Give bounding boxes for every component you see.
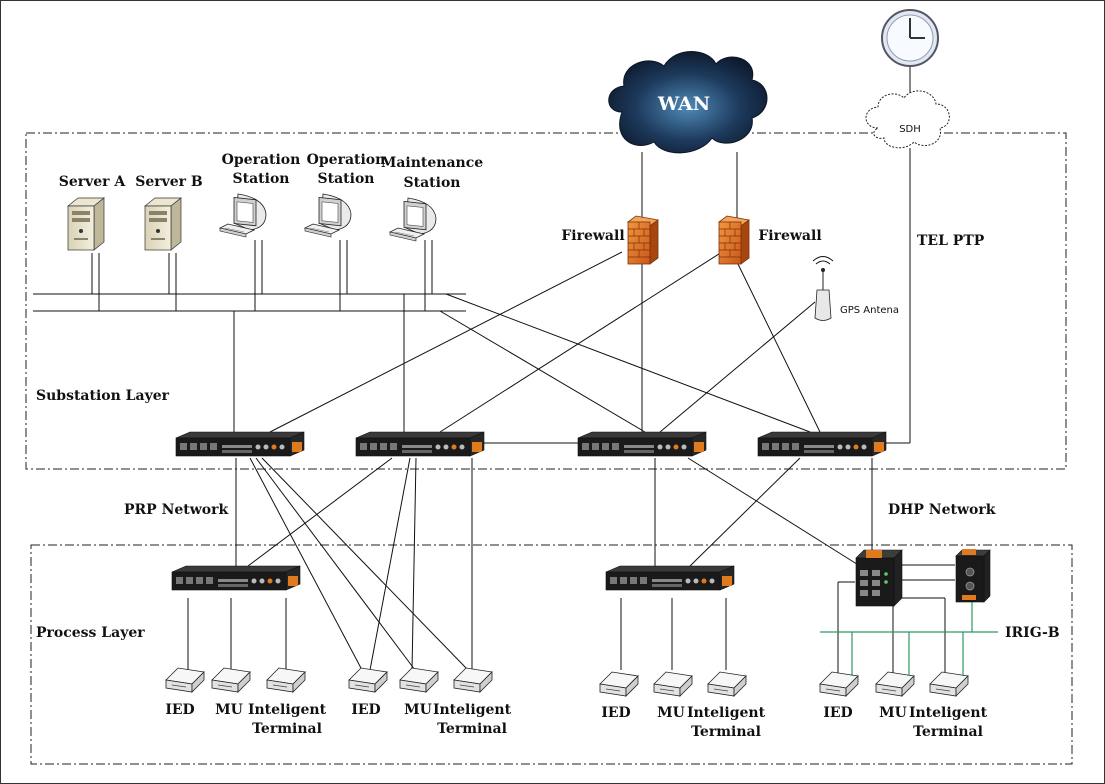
substation-switch-1[interactable]: [175, 431, 305, 457]
svg-text:Terminal: Terminal: [691, 724, 761, 740]
process-layer-box: [30, 544, 1073, 765]
device-labels-group-3: IED MU Inteligent Terminal: [601, 705, 765, 740]
mu-device-2[interactable]: [399, 667, 439, 693]
server-b-label: Server B: [135, 174, 203, 190]
server-b[interactable]: Server B: [135, 174, 203, 251]
svg-text:Terminal: Terminal: [437, 721, 507, 737]
clock-converter[interactable]: [955, 549, 991, 603]
dhp-network-label: DHP Network: [888, 502, 996, 518]
svg-text:Operation: Operation: [307, 152, 386, 168]
svg-text:Maintenance: Maintenance: [381, 155, 483, 171]
process-switch-1[interactable]: [171, 565, 301, 591]
svg-text:Station: Station: [233, 171, 290, 187]
irig-b-label: IRIG-B: [1005, 625, 1060, 641]
device-labels-group-1: IED MU Inteligent Terminal: [165, 702, 326, 737]
ied-device-1[interactable]: [165, 667, 205, 693]
svg-text:MU: MU: [657, 705, 685, 721]
svg-text:IED: IED: [351, 702, 380, 718]
mu-device-4[interactable]: [875, 671, 915, 697]
device-labels-group-4: IED MU Inteligent Terminal: [823, 705, 987, 740]
mu-device-3[interactable]: [653, 671, 693, 697]
ied-device-3[interactable]: [599, 671, 639, 697]
prp-network-label: PRP Network: [124, 502, 229, 518]
clock-icon: [881, 9, 939, 67]
tel-ptp-label: TEL PTP: [917, 233, 985, 249]
substation-layer-label: Substation Layer: [36, 388, 170, 404]
wan-label: WAN: [657, 93, 710, 115]
gps-antenna[interactable]: GPS Antena: [812, 256, 899, 321]
gps-label: GPS Antena: [840, 305, 899, 316]
ied-device-4[interactable]: [819, 671, 859, 697]
substation-switch-3[interactable]: [577, 431, 707, 457]
maintenance-station[interactable]: Maintenance Station: [381, 155, 483, 242]
server-a[interactable]: Server A: [59, 174, 127, 251]
firewall-2-label: Firewall: [758, 228, 821, 244]
sdh-cloud: SDH: [865, 90, 950, 149]
terminal-device-2[interactable]: [453, 667, 493, 693]
substation-switch-4[interactable]: [757, 431, 887, 457]
svg-text:IED: IED: [165, 702, 194, 718]
ied-device-2[interactable]: [348, 667, 388, 693]
process-links: [187, 457, 955, 675]
svg-text:Station: Station: [404, 175, 461, 191]
substation-links: [233, 66, 911, 444]
operation-station-2[interactable]: Operation Station: [304, 152, 386, 238]
svg-text:Inteligent: Inteligent: [687, 705, 766, 721]
substation-layer-box: [25, 132, 1067, 470]
mu-device-1[interactable]: [211, 667, 251, 693]
terminal-device-3[interactable]: [707, 671, 747, 697]
svg-text:Inteligent: Inteligent: [433, 702, 512, 718]
substation-switch-2[interactable]: [355, 431, 485, 457]
wan-cloud: WAN: [608, 51, 768, 154]
svg-text:Operation: Operation: [222, 152, 301, 168]
svg-text:IED: IED: [823, 705, 852, 721]
process-switch-2[interactable]: [605, 565, 735, 591]
irig-b-bus: [820, 600, 998, 675]
svg-text:MU: MU: [879, 705, 907, 721]
industrial-switch[interactable]: [855, 549, 903, 607]
svg-text:MU: MU: [404, 702, 432, 718]
svg-text:Inteligent: Inteligent: [248, 702, 327, 718]
svg-text:Terminal: Terminal: [913, 724, 983, 740]
firewall-2[interactable]: Firewall: [718, 215, 822, 265]
svg-text:IED: IED: [601, 705, 630, 721]
device-labels-group-2: IED MU Inteligent Terminal: [351, 702, 511, 737]
firewall-1[interactable]: Firewall: [561, 215, 659, 265]
svg-text:Station: Station: [318, 171, 375, 187]
svg-text:Inteligent: Inteligent: [909, 705, 988, 721]
svg-text:Terminal: Terminal: [252, 721, 322, 737]
operation-station-1[interactable]: Operation Station: [219, 152, 301, 238]
svg-text:MU: MU: [215, 702, 243, 718]
firewall-1-label: Firewall: [561, 228, 624, 244]
terminal-device-1[interactable]: [266, 667, 306, 693]
process-layer-label: Process Layer: [36, 625, 145, 641]
bus-drop-lines: [91, 240, 433, 311]
sdh-label: SDH: [899, 124, 921, 135]
terminal-device-4[interactable]: [929, 671, 969, 697]
server-a-label: Server A: [59, 174, 127, 190]
